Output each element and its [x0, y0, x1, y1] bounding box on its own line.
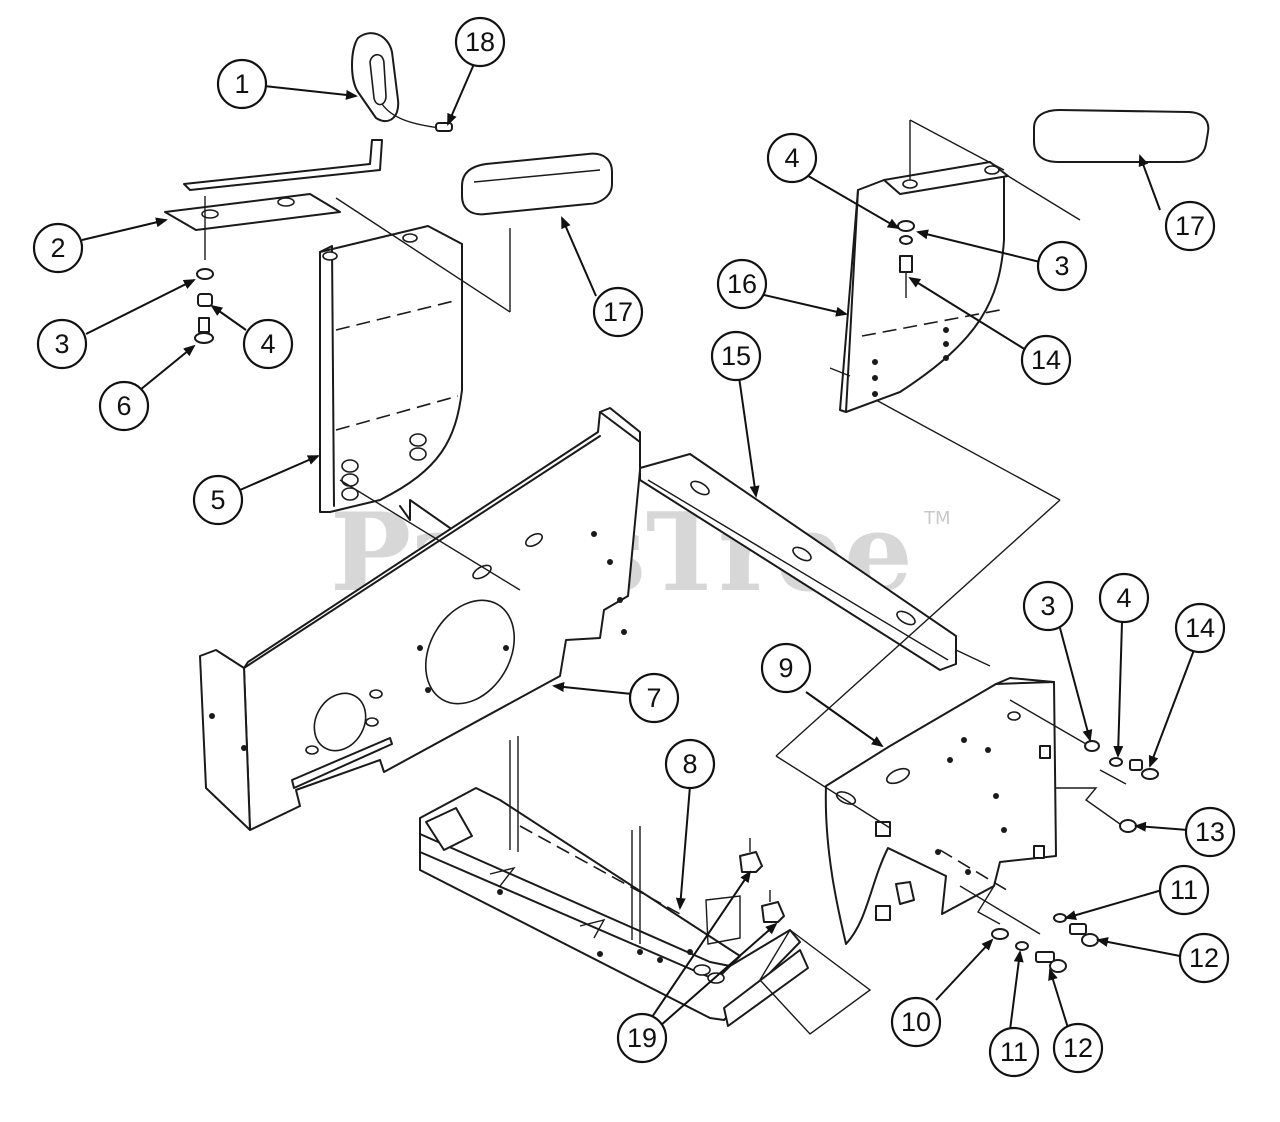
callout-label: 15 — [721, 341, 751, 371]
callout-10: 10 — [890, 996, 942, 1048]
callout-5: 5 — [192, 474, 244, 526]
callout-4: 4 — [1098, 572, 1150, 624]
callout-7: 7 — [628, 672, 680, 724]
callout-label: 12 — [1063, 1033, 1093, 1063]
callout-11: 11 — [988, 1026, 1040, 1078]
callout-label: 14 — [1185, 613, 1215, 643]
callout-6: 6 — [98, 380, 150, 432]
callout-19: 19 — [616, 1012, 668, 1064]
callout-9: 9 — [760, 642, 812, 694]
callout-17: 17 — [1164, 200, 1216, 252]
handle-part-1 — [183, 32, 453, 191]
callout-label: 4 — [784, 143, 799, 173]
callout-label: 3 — [54, 329, 69, 359]
callout-label: 12 — [1189, 943, 1219, 973]
side-plate-part-9 — [775, 499, 1127, 945]
base-tray-part-8 — [419, 736, 872, 1035]
callout-15: 15 — [710, 330, 762, 382]
callout-label: 18 — [465, 27, 495, 57]
callout-label: 16 — [727, 269, 757, 299]
callout-4: 4 — [242, 318, 294, 370]
leader-lines — [81, 63, 1195, 1031]
callout-14: 14 — [1174, 602, 1226, 654]
side-panel-part-16 — [829, 119, 1061, 501]
callout-label: 9 — [778, 653, 793, 683]
callout-label: 11 — [1000, 1037, 1028, 1067]
callout-label: 13 — [1195, 817, 1225, 847]
callout-label: 19 — [627, 1023, 657, 1053]
callout-12: 12 — [1052, 1022, 1104, 1074]
callout-16: 16 — [716, 258, 768, 310]
callout-label: 4 — [260, 329, 275, 359]
callout-label: 1 — [234, 69, 249, 99]
callout-2: 2 — [32, 222, 84, 274]
callout-4: 4 — [766, 132, 818, 184]
side-panel-part-5 — [319, 197, 511, 513]
spacers-part-19 — [705, 838, 785, 945]
callout-8: 8 — [664, 738, 716, 790]
callout-label: 11 — [1170, 875, 1198, 905]
callout-label: 10 — [901, 1007, 931, 1037]
callout-3: 3 — [1036, 240, 1088, 292]
armrest-part-17-left — [461, 152, 613, 216]
callout-label: 8 — [682, 749, 697, 779]
callout-label: 5 — [210, 485, 225, 515]
callout-11: 11 — [1158, 864, 1210, 916]
callout-label: 4 — [1116, 583, 1131, 613]
callout-3: 3 — [1022, 580, 1074, 632]
callout-1: 1 — [216, 58, 268, 110]
callout-14: 14 — [1020, 334, 1072, 386]
hardware-right — [991, 740, 1159, 973]
callout-12: 12 — [1178, 932, 1230, 984]
callout-label: 14 — [1031, 345, 1061, 375]
callout-18: 18 — [454, 16, 506, 68]
callout-label: 7 — [646, 683, 661, 713]
plate-part-2 — [164, 193, 341, 260]
callout-3: 3 — [36, 318, 88, 370]
callout-label: 2 — [50, 233, 65, 263]
callout-label: 3 — [1040, 591, 1055, 621]
callout-label: 6 — [116, 391, 131, 421]
callout-label: 17 — [1175, 211, 1205, 241]
callout-label: 17 — [603, 297, 633, 327]
callout-label: 3 — [1054, 251, 1069, 281]
callout-13: 13 — [1184, 806, 1236, 858]
callouts: 1 18 2 3 4 6 17 5 4 17 16 3 14 15 7 9 3 … — [32, 16, 1236, 1078]
watermark-trademark: TM — [923, 508, 951, 529]
front-panel-part-7 — [199, 407, 641, 831]
armrest-part-17-right — [1007, 109, 1210, 221]
hardware-left — [194, 268, 214, 344]
callout-17: 17 — [592, 286, 644, 338]
